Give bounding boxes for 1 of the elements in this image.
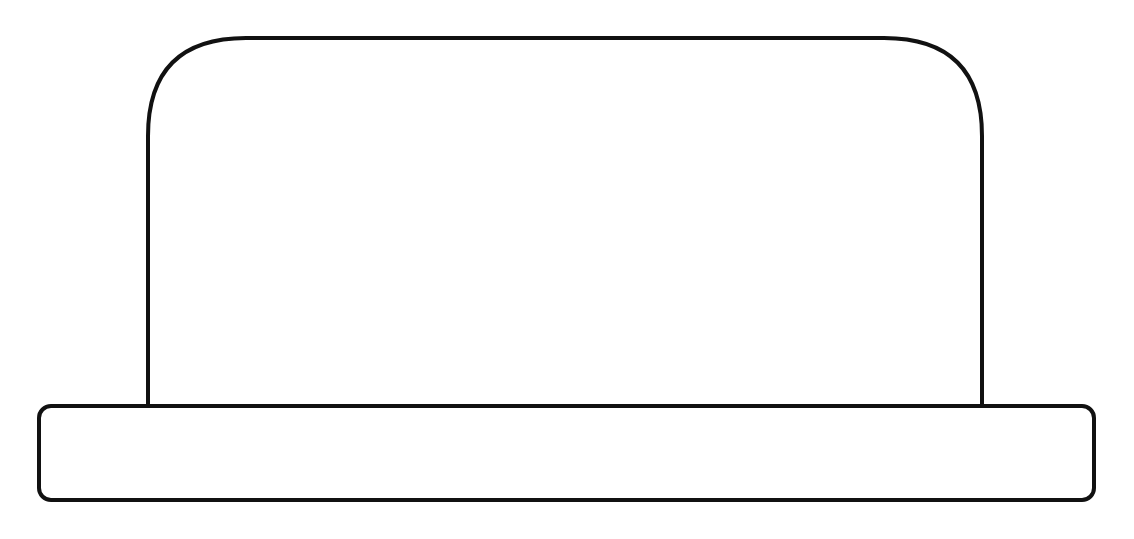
base-plate bbox=[37, 404, 1096, 502]
